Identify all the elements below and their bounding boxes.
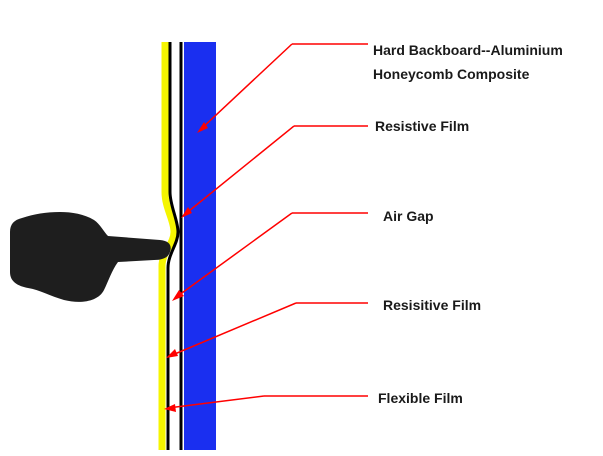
pointer-air-gap [172,212,368,301]
label-hard-backboard-line2: Honeycomb Composite [373,66,530,82]
pointer-resisitive-film [166,302,368,358]
label-air-gap: Air Gap [383,208,434,224]
pointer-flexible-film [164,395,368,412]
label-hard-backboard-line1: Hard Backboard--Aluminium [373,42,563,58]
label-resistive-film: Resistive Film [375,118,470,134]
label-resisitive-film: Resisitive Film [383,297,482,313]
pointer-resistive-film [181,125,368,218]
label-flexible-film: Flexible Film [378,390,463,406]
pointer-hard-backboard [197,43,368,133]
pointing-finger-icon [10,212,171,302]
hard-backboard [184,42,216,450]
label-hard-backboard: Hard Backboard--Aluminium Honeycomb Comp… [373,38,563,86]
resisitive-film-layer [166,42,180,450]
